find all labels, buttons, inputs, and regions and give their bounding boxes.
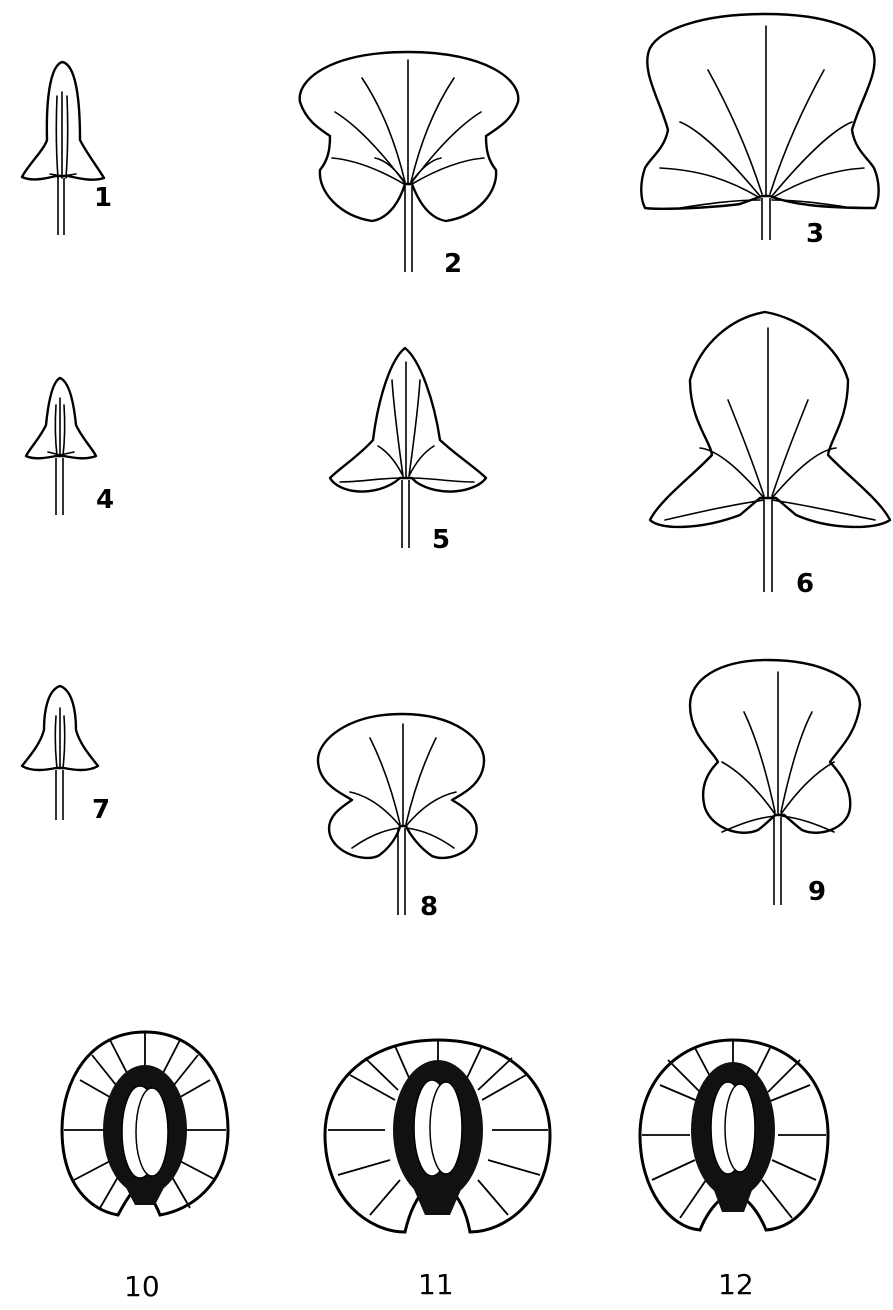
figure-7-leaf: 7	[22, 686, 110, 825]
figure-8-leaf: 8	[318, 714, 484, 922]
figure-2-label: 2	[444, 249, 462, 279]
figure-12-label: 12	[718, 1268, 754, 1301]
figure-7-label: 7	[92, 795, 110, 825]
figure-6-leaf: 6	[650, 312, 890, 599]
figure-5-label: 5	[432, 525, 450, 555]
figure-10-label: 10	[124, 1270, 160, 1303]
figure-1-leaf: 1	[22, 62, 112, 235]
figure-1-label: 1	[94, 183, 112, 213]
figure-9-label: 9	[808, 877, 826, 907]
figure-4-leaf: 4	[26, 378, 114, 515]
figure-4-label: 4	[96, 485, 114, 515]
figure-10-seed-section: 10	[62, 1032, 228, 1303]
figure-3-label: 3	[806, 219, 824, 249]
figure-11-label: 11	[418, 1268, 454, 1301]
figure-12-seed-section: 12	[640, 1040, 828, 1301]
figure-5-leaf: 5	[330, 348, 486, 555]
figure-2-leaf: 2	[300, 52, 519, 279]
figure-8-label: 8	[420, 892, 438, 922]
figure-3-leaf: 3	[641, 14, 878, 249]
figure-11-seed-section: 11	[325, 1040, 550, 1301]
figure-6-label: 6	[796, 569, 814, 599]
figure-9-leaf: 9	[690, 660, 860, 907]
